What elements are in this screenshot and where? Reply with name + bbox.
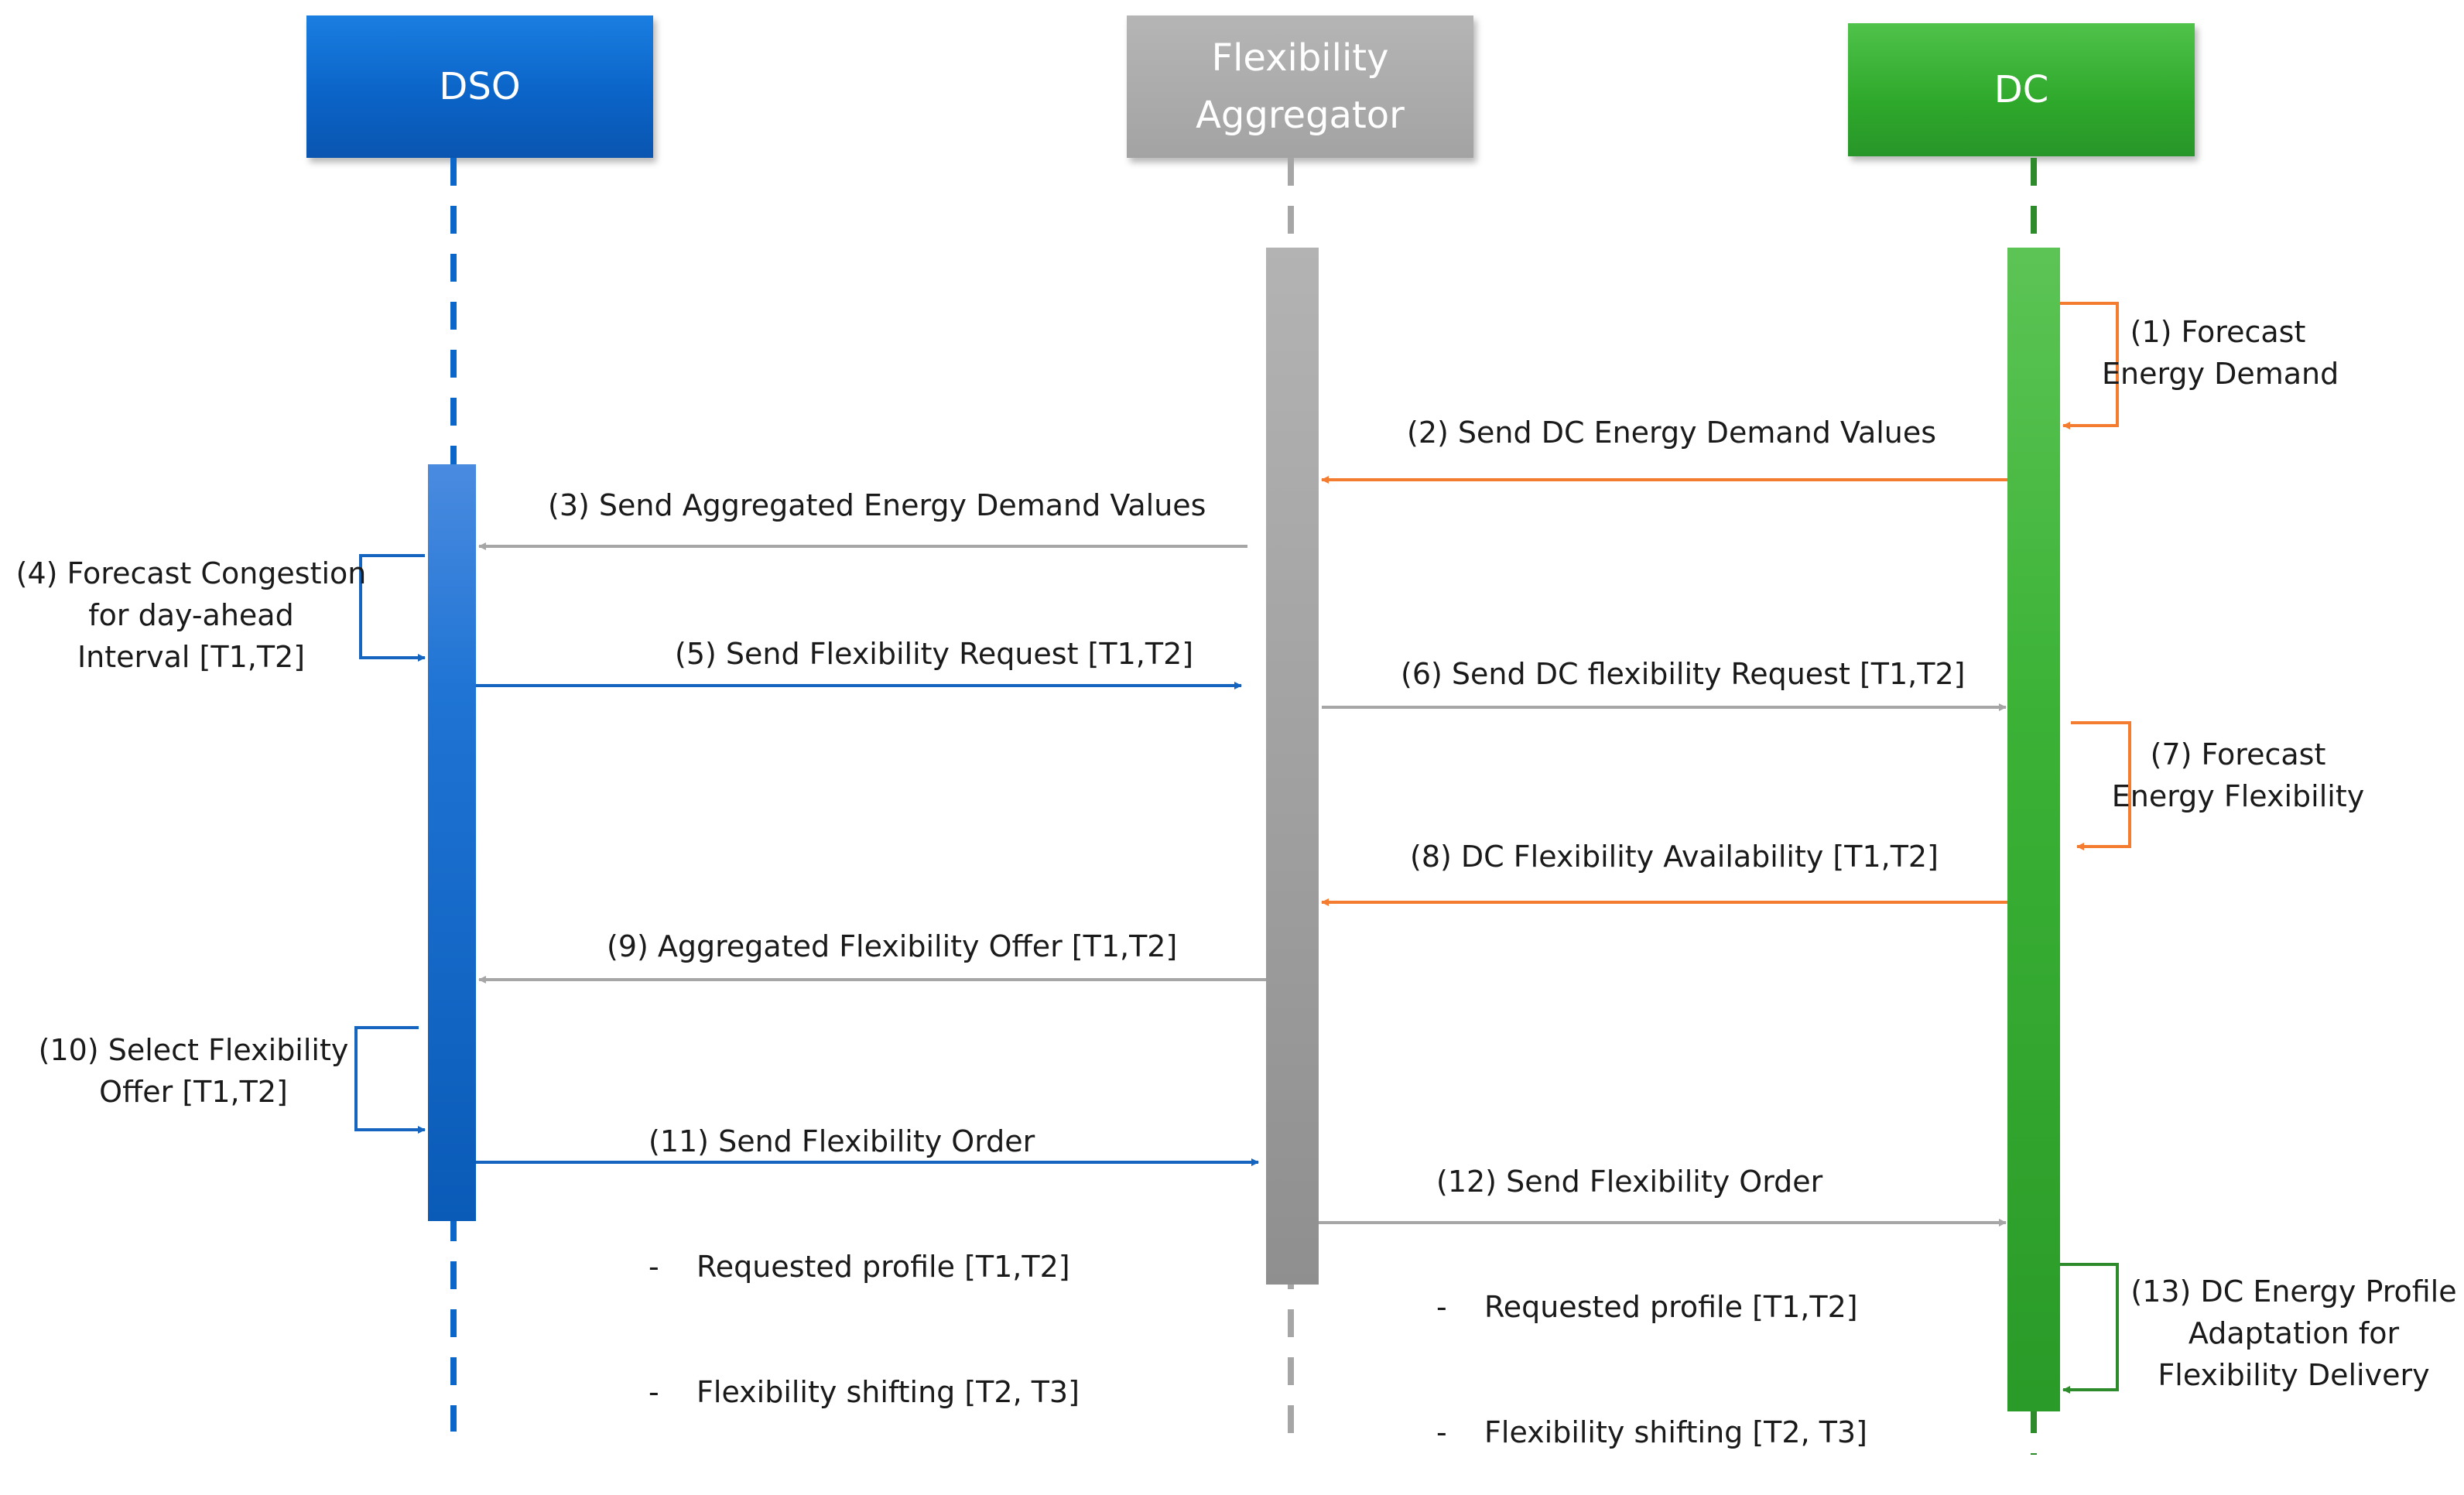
step-11-label: (11) Send Flexibility Order - Requested … — [649, 1124, 1080, 1409]
arrow-step-13 — [2060, 1263, 2119, 1394]
step-8-label: (8) DC Flexibility Availability [T1,T2] — [1410, 840, 1939, 874]
step-2-label: (2) Send DC Energy Demand Values — [1407, 416, 1937, 450]
arrow-step-10 — [354, 1026, 426, 1134]
step-1-label: (1) Forecast Energy Demand — [2102, 315, 2339, 391]
step-5-label: (5) Send Flexibility Request [T1,T2] — [675, 637, 1194, 671]
step-10-label: (10) Select Flexibility Offer [T1,T2] — [38, 1033, 349, 1109]
step-12-label: (12) Send Flexibility Order - Requested … — [1436, 1165, 1867, 1449]
activation-bar-dso — [428, 464, 476, 1221]
step-7-label: (7) Forecast Energy Flexibility — [2111, 737, 2365, 813]
actor-flexibility-aggregator: Flexibility Aggregator — [1127, 15, 1473, 158]
step-13-label: (13) DC Energy Profile Adaptation for Fl… — [2130, 1274, 2457, 1392]
arrow-step-7 — [2071, 721, 2131, 850]
step-9-label: (9) Aggregated Flexibility Offer [T1,T2] — [607, 929, 1178, 963]
actor-aggregator-label-line2: Aggregator — [1196, 94, 1405, 137]
activation-bar-dc — [2007, 248, 2060, 1411]
actor-dc-label: DC — [1993, 68, 2049, 111]
actor-dso: DSO — [306, 15, 653, 158]
actor-dso-label: DSO — [439, 65, 521, 108]
actor-aggregator-label-line1: Flexibility — [1211, 36, 1389, 80]
arrow-step-1 — [2060, 302, 2119, 429]
step-4-label: (4) Forecast Congestion for day-ahead In… — [15, 556, 367, 674]
actor-dc: DC — [1848, 23, 2195, 156]
step-3-label: (3) Send Aggregated Energy Demand Values — [548, 488, 1206, 522]
arrow-step-4 — [359, 554, 426, 662]
step-6-label: (6) Send DC flexibility Request [T1,T2] — [1401, 657, 1966, 691]
activation-bar-aggregator — [1266, 248, 1319, 1285]
